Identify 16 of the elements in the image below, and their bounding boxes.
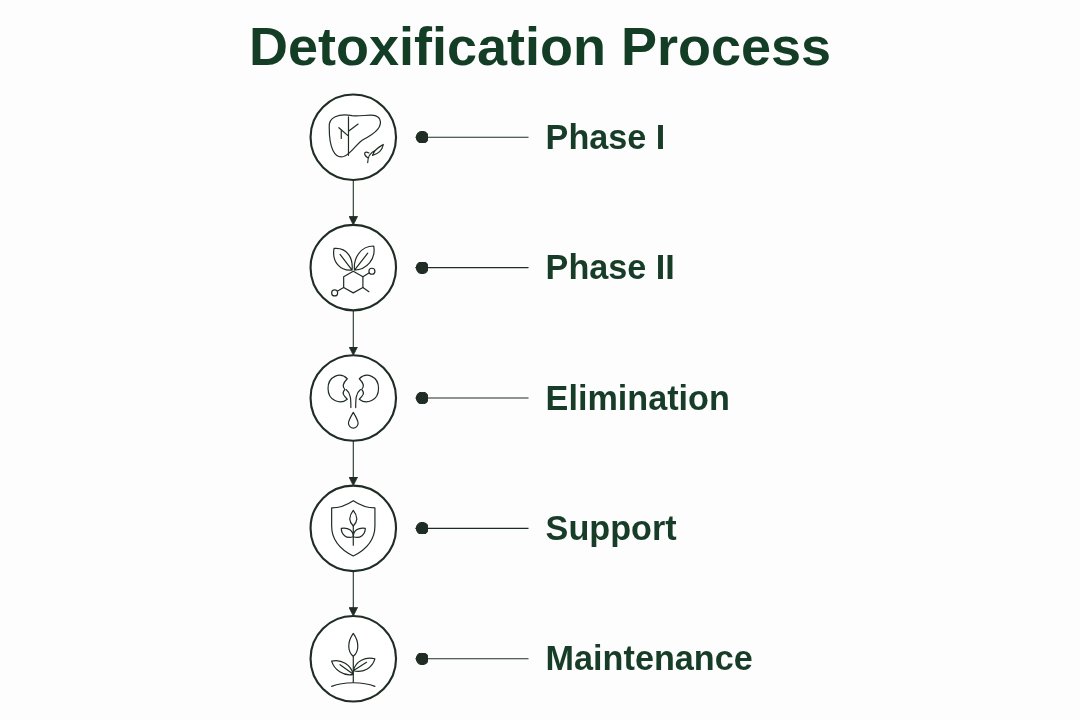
arrow — [348, 179, 358, 226]
node-text: Maintenance — [545, 639, 753, 678]
node-circle — [309, 484, 397, 573]
connector — [414, 130, 529, 144]
node-circle — [309, 93, 397, 182]
node-circle — [309, 614, 397, 703]
node-text: Phase II — [545, 248, 675, 287]
connector — [414, 391, 529, 405]
connector — [414, 652, 529, 666]
node-text: Support — [545, 509, 677, 548]
node-circle — [309, 223, 397, 312]
node-text: Elimination — [545, 378, 730, 418]
connector — [414, 521, 529, 535]
node-text: Phase I — [545, 118, 666, 157]
title: Detoxification Process — [247, 15, 833, 78]
connector — [414, 261, 529, 275]
